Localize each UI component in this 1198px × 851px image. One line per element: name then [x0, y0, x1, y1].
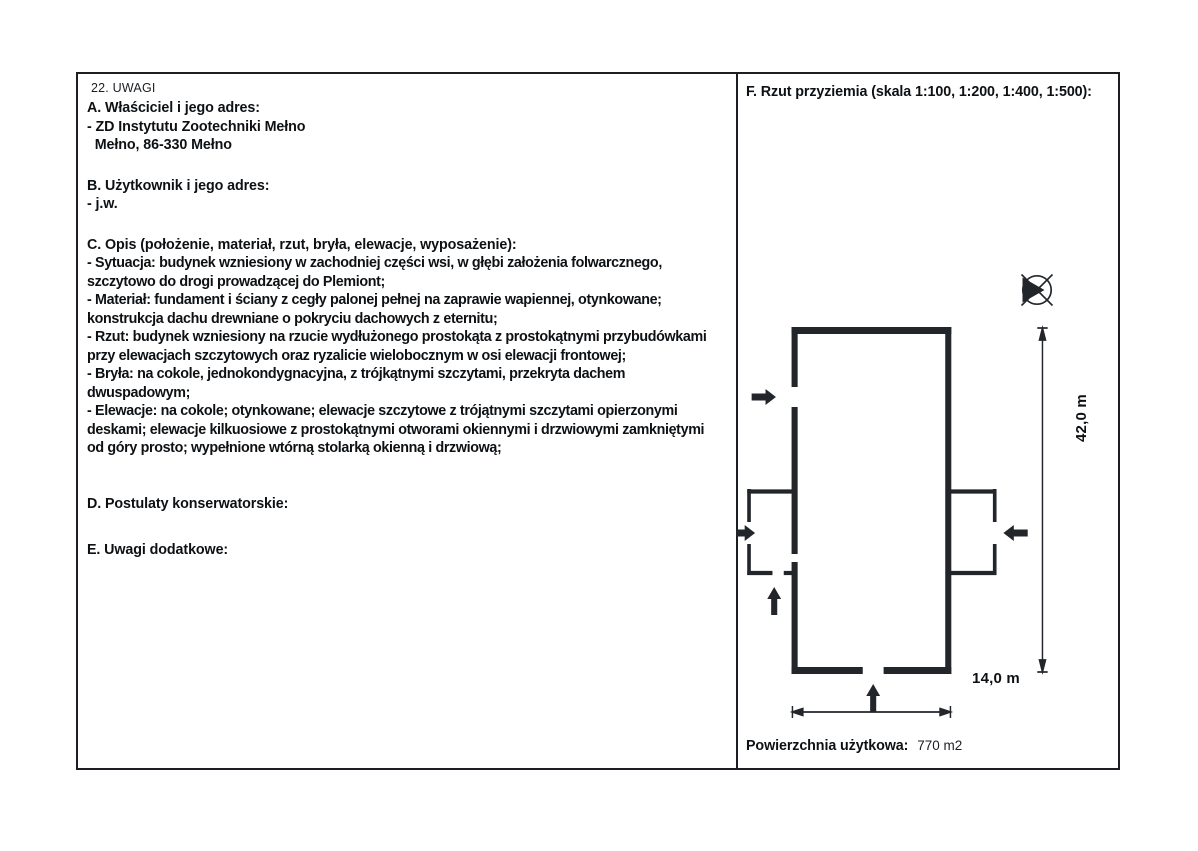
right-annex	[946, 489, 997, 576]
left-annex	[747, 489, 796, 576]
section-c-content: - Sytuacja: budynek wzniesiony w zachodn…	[87, 255, 707, 456]
entrance-arrow-left-annex	[736, 525, 756, 541]
spacer	[87, 513, 726, 541]
section-d-heading: D. Postulaty konserwatorskie:	[87, 495, 289, 512]
section-b-heading: B. Użytkownik i jego adres:	[87, 177, 270, 194]
width-dimension-label: 14,0 m	[972, 670, 1020, 687]
floor-plan-drawing	[736, 324, 1048, 718]
panel-divider	[736, 74, 738, 768]
spacer	[87, 458, 726, 495]
compass-north-arrow-icon	[1020, 273, 1054, 307]
entrance-arrow-bottom	[866, 684, 881, 712]
plan-drawing-area: 14,0 m 42,0 m	[736, 110, 1118, 720]
entrance-arrows	[736, 389, 1028, 712]
section-b-content: - j.w.	[87, 196, 118, 212]
section-a-heading: A. Właściciel i jego adres:	[87, 100, 260, 116]
width-dimension-line	[789, 706, 954, 718]
entrance-arrow-lower-left	[767, 587, 782, 615]
usable-area-label: Powierzchnia użytkowa:	[746, 738, 909, 754]
height-dimension-line	[1037, 324, 1048, 676]
plan-heading: F. Rzut przyziemia (skala 1:100, 1:200, …	[746, 84, 1092, 100]
usable-area-footer: Powierzchnia użytkowa: 770 m2	[746, 738, 962, 754]
spacer	[87, 155, 726, 177]
section-e-heading: E. Uwagi dodatkowe:	[87, 542, 229, 558]
field-number-label: 22. UWAGI	[91, 81, 156, 95]
building-outline-walls	[791, 327, 952, 674]
record-card-frame: 22. UWAGI A. Właściciel i jego adres: - …	[76, 72, 1120, 770]
section-a-content: - ZD Instytutu Zootechniki Mełno Mełno, …	[87, 118, 306, 154]
entrance-arrow-upper-left	[751, 389, 776, 405]
usable-area-value: 770 m2	[917, 738, 963, 753]
section-c-heading: C. Opis (położenie, materiał, rzut, brył…	[87, 236, 517, 253]
entrance-arrow-right-annex	[1003, 525, 1028, 541]
spacer	[87, 214, 726, 236]
height-dimension-label: 42,0 m	[1073, 394, 1090, 442]
ground-floor-plan-panel: F. Rzut przyziemia (skala 1:100, 1:200, …	[736, 74, 1118, 768]
remarks-panel: 22. UWAGI A. Właściciel i jego adres: - …	[78, 74, 736, 768]
